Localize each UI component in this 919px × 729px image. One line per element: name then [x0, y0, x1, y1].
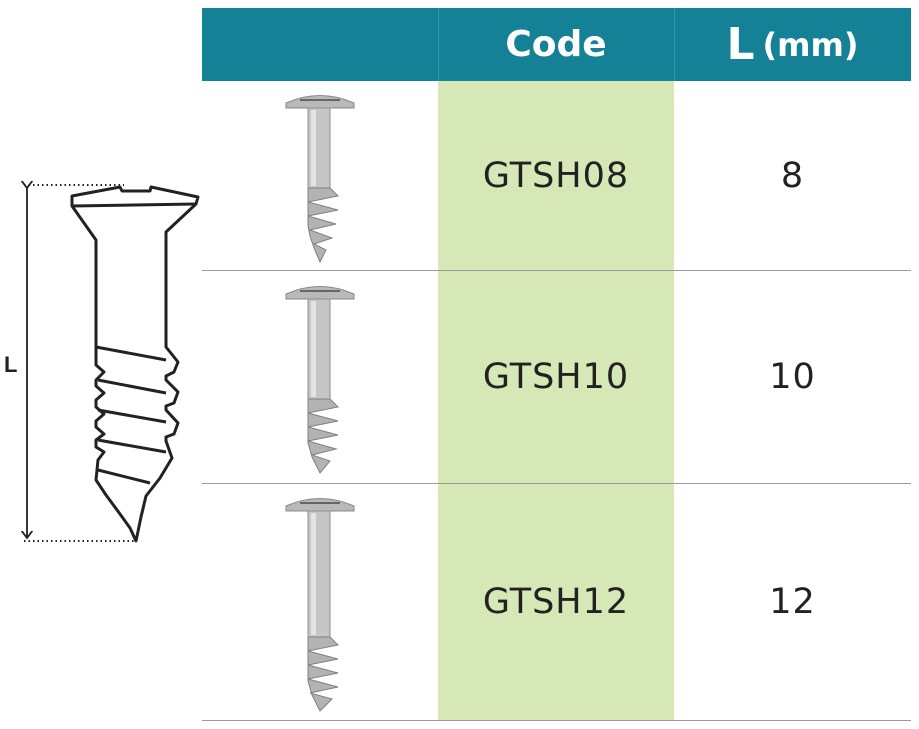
row-divider — [202, 720, 911, 721]
product-code: GTSH10 — [482, 357, 630, 397]
screw-icon — [285, 94, 355, 263]
screw-dimension-diagram: L — [4, 0, 200, 543]
product-length: 12 — [769, 582, 816, 622]
product-length: 8 — [780, 155, 805, 196]
screw-image — [202, 484, 438, 720]
product-table: Code L (mm) GTSH08 8 — [202, 8, 911, 721]
header-length-symbol: L — [726, 19, 755, 70]
screw-image — [202, 81, 438, 270]
dimension-label: L — [4, 352, 17, 377]
table-row: GTSH10 10 — [202, 271, 911, 484]
product-length: 10 — [769, 357, 816, 397]
header-image — [202, 8, 438, 81]
header-divider — [674, 8, 675, 81]
table-header: Code L (mm) — [202, 8, 911, 81]
header-code: Code — [505, 24, 607, 65]
screw-icon — [285, 286, 355, 474]
row-divider — [202, 483, 911, 484]
header-length-unit: (mm) — [762, 25, 859, 64]
product-code: GTSH08 — [482, 155, 630, 196]
row-divider — [202, 270, 911, 271]
header-length: L (mm) — [674, 8, 911, 81]
table-row: GTSH12 12 — [202, 484, 911, 721]
code-column-highlight — [438, 81, 674, 721]
table-row: GTSH08 8 — [202, 81, 911, 271]
header-divider — [438, 8, 439, 81]
screw-image — [202, 271, 438, 483]
product-code: GTSH12 — [482, 582, 630, 622]
screw-outline-icon — [70, 185, 200, 543]
screw-icon — [285, 498, 355, 712]
